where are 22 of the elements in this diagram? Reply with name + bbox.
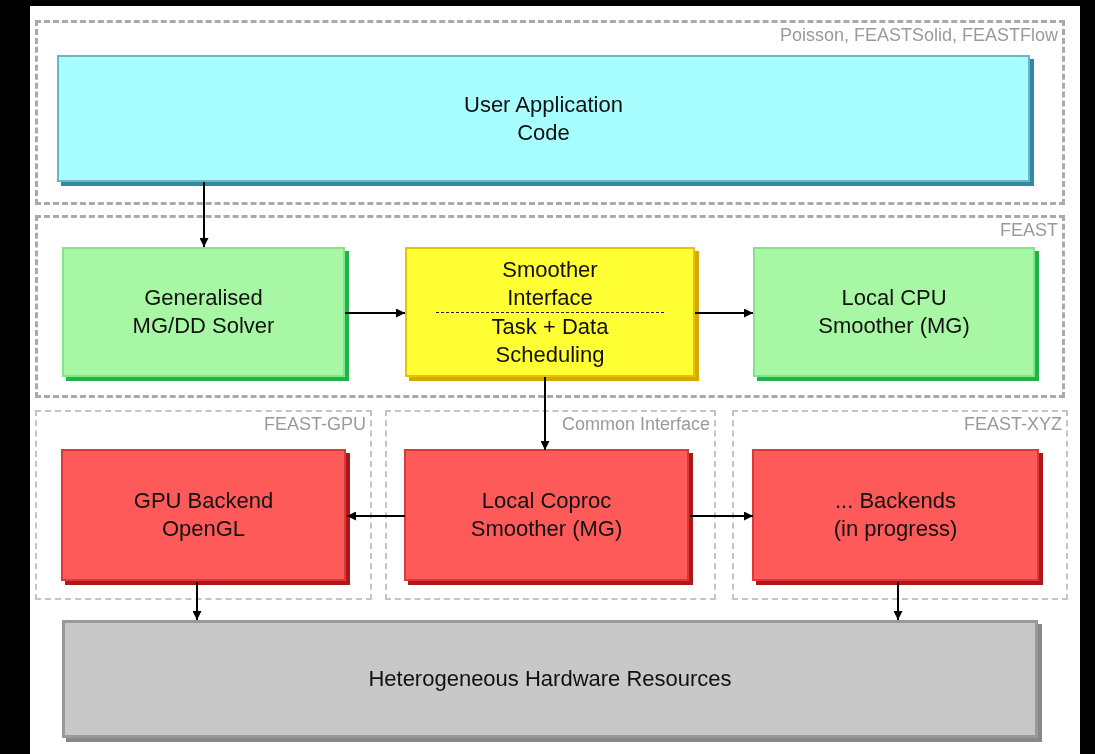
arrow	[893, 581, 903, 621]
box-label: ... Backends (in progress)	[832, 487, 959, 543]
dashed-group-frame	[35, 410, 372, 600]
arrow	[346, 511, 406, 521]
arrow	[199, 181, 209, 248]
arrow	[192, 581, 202, 621]
arrow	[689, 511, 754, 521]
dashed-group-frame	[385, 410, 716, 600]
box-label: Local Coproc Smoother (MG)	[469, 487, 624, 543]
box-label: GPU Backend OpenGL	[132, 487, 275, 543]
arrow	[694, 308, 754, 318]
box-label: Heterogeneous Hardware Resources	[368, 665, 732, 693]
box-label: Task + Data Scheduling	[490, 312, 610, 369]
dashed-group-frame	[35, 20, 1065, 205]
box-label: Generalised MG/DD Solver	[131, 284, 276, 340]
arrow	[344, 308, 406, 318]
box-label: Local CPU Smoother (MG)	[817, 284, 971, 340]
box-label: Smoother Interface	[501, 255, 599, 312]
dashed-group-frame	[35, 215, 1065, 398]
box-label: User Application Code	[463, 90, 624, 147]
dashed-group-frame	[732, 410, 1068, 600]
arrow	[540, 376, 550, 451]
